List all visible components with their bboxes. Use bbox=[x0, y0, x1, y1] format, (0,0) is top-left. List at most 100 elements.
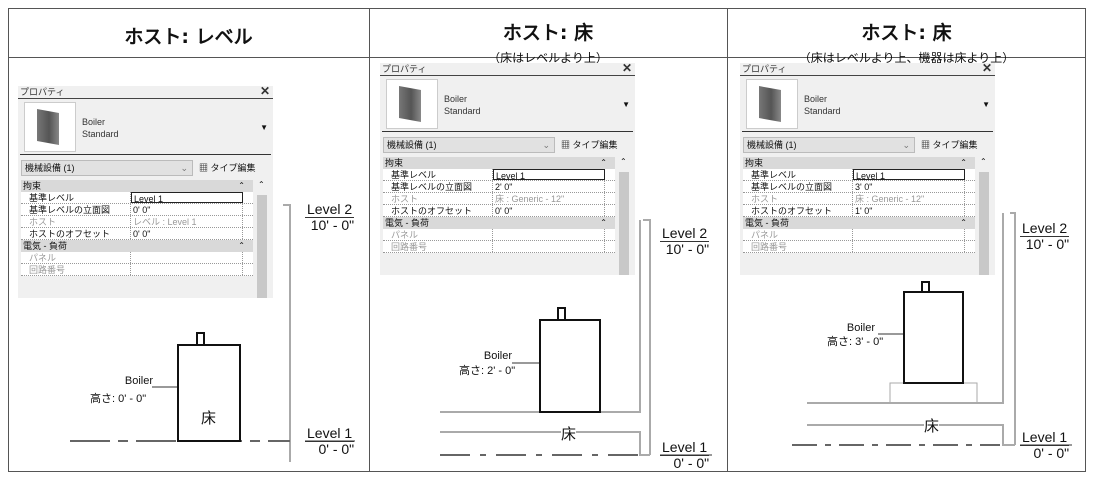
column-header-floor-offset: ホスト: 床 （床はレベルより上、機器は床より上） bbox=[727, 8, 1086, 65]
level-elevation: 10' - 0" bbox=[1025, 236, 1070, 252]
boiler-nozzle bbox=[196, 332, 205, 346]
group-header-constraints[interactable]: 拘束⌃ bbox=[21, 180, 253, 192]
dropdown-arrow-icon[interactable]: ▼ bbox=[260, 123, 268, 132]
edit-type-label: タイプ編集 bbox=[932, 140, 978, 150]
scroll-up-icon[interactable]: ⌃ bbox=[620, 157, 627, 166]
palette-title: プロパティ bbox=[742, 64, 787, 74]
edit-type-button[interactable]: ▦ タイプ編集 bbox=[921, 138, 978, 152]
property-value: レベル : Level 1 bbox=[131, 216, 243, 227]
property-key: ホスト bbox=[743, 193, 853, 204]
floor-bottom-line bbox=[440, 431, 650, 456]
floor-bottom-line bbox=[807, 424, 1015, 446]
category-filter-select[interactable]: 機械設備 (1)⌄ bbox=[383, 137, 555, 153]
edit-type-button[interactable]: ▦ タイプ編集 bbox=[199, 161, 256, 175]
family-name: Boiler bbox=[444, 94, 468, 104]
property-value-input[interactable]: Level 1 bbox=[853, 169, 965, 181]
column-divider bbox=[369, 8, 370, 472]
property-value bbox=[493, 229, 605, 240]
collapse-icon[interactable]: ⌃ bbox=[960, 158, 967, 167]
scroll-up-icon[interactable]: ⌃ bbox=[258, 180, 265, 189]
boiler-thumbnail bbox=[386, 79, 438, 129]
scrollbar[interactable]: ⌃ bbox=[255, 180, 269, 298]
property-row: ホストレベル : Level 1 bbox=[21, 216, 253, 228]
figure-frame bbox=[8, 8, 1086, 472]
collapse-icon[interactable]: ⌃ bbox=[960, 218, 967, 227]
property-value[interactable]: 2' 0" bbox=[493, 181, 605, 192]
boiler-tag: Boiler bbox=[124, 375, 153, 387]
property-key: パネル bbox=[383, 229, 493, 240]
scrollbar-thumb[interactable] bbox=[257, 195, 267, 298]
close-icon[interactable]: ✕ bbox=[981, 61, 992, 75]
property-key: ホストのオフセット bbox=[21, 228, 131, 239]
property-value[interactable]: 0' 0" bbox=[131, 228, 243, 239]
column-title: ホスト: 床 bbox=[861, 22, 952, 44]
scrollbar[interactable]: ⌃ bbox=[977, 157, 991, 275]
scrollbar-thumb[interactable] bbox=[619, 172, 629, 275]
property-value[interactable]: 0' 0" bbox=[493, 205, 605, 216]
property-key: 回路番号 bbox=[383, 241, 493, 252]
property-value-input[interactable]: Level 1 bbox=[131, 192, 243, 204]
collapse-icon[interactable]: ⌃ bbox=[600, 218, 607, 227]
edit-type-button[interactable]: ▦ タイプ編集 bbox=[561, 138, 618, 152]
column-header-floor: ホスト: 床 （床はレベルより上） bbox=[369, 8, 727, 65]
boiler-tag: Boiler bbox=[483, 350, 512, 362]
boiler-thumbnail bbox=[746, 79, 798, 129]
property-value[interactable]: 1' 0" bbox=[853, 205, 965, 216]
equipment-pad bbox=[889, 382, 978, 404]
category-filter-value: 機械設備 (1) bbox=[25, 163, 75, 173]
property-value[interactable]: 0' 0" bbox=[131, 204, 243, 215]
property-key: ホスト bbox=[21, 216, 131, 227]
group-header-electrical[interactable]: 電気 - 負荷⌃ bbox=[21, 240, 253, 252]
boiler-tag: Boiler bbox=[846, 322, 875, 334]
scrollbar-thumb[interactable] bbox=[979, 172, 989, 275]
collapse-icon[interactable]: ⌃ bbox=[238, 241, 245, 250]
group-header-electrical[interactable]: 電気 - 負荷⌃ bbox=[743, 217, 975, 229]
category-filter-select[interactable]: 機械設備 (1)⌄ bbox=[743, 137, 915, 153]
group-label: 電気 - 負荷 bbox=[385, 218, 429, 228]
column-header-level: ホスト: レベル bbox=[8, 8, 369, 57]
column-divider bbox=[727, 8, 728, 472]
group-header-electrical[interactable]: 電気 - 負荷 ⌃ bbox=[383, 217, 615, 229]
wall-line bbox=[643, 219, 651, 455]
property-key: 基準レベルの立面図 bbox=[743, 181, 853, 192]
palette-title: プロパティ bbox=[20, 87, 65, 97]
level-name: Level 1 bbox=[305, 425, 355, 442]
property-value: 床 : Generic - 12" bbox=[853, 193, 965, 204]
palette-title-bar: プロパティ ✕ bbox=[18, 84, 273, 99]
boiler-body bbox=[177, 344, 241, 442]
property-value bbox=[131, 264, 243, 275]
property-key: 基準レベルの立面図 bbox=[383, 181, 493, 192]
dropdown-arrow-icon[interactable]: ▼ bbox=[982, 100, 990, 109]
group-header-constraints[interactable]: 拘束⌃ bbox=[743, 157, 975, 169]
property-value[interactable]: 3' 0" bbox=[853, 181, 965, 192]
scrollbar[interactable]: ⌃ bbox=[617, 157, 631, 275]
column-subtitle: （床はレベルより上） bbox=[488, 51, 608, 65]
scroll-up-icon[interactable]: ⌃ bbox=[980, 157, 987, 166]
collapse-icon[interactable]: ⌃ bbox=[600, 158, 607, 167]
type-label: Standard bbox=[804, 106, 841, 116]
group-label: 拘束 bbox=[385, 158, 404, 168]
dropdown-arrow-icon[interactable]: ▼ bbox=[622, 100, 630, 109]
close-icon[interactable]: ✕ bbox=[621, 61, 632, 75]
group-header-constraints[interactable]: 拘束 ⌃ bbox=[383, 157, 615, 169]
floor-top-line bbox=[807, 213, 1004, 404]
property-key: 基準レベル bbox=[383, 169, 493, 180]
height-tag: 高さ: 0' - 0" bbox=[90, 393, 147, 405]
category-filter-select[interactable]: 機械設備 (1)⌄ bbox=[21, 160, 193, 176]
header-divider bbox=[8, 57, 1086, 58]
collapse-icon[interactable]: ⌃ bbox=[238, 181, 245, 190]
level-name: Level 2 bbox=[660, 225, 710, 242]
close-icon[interactable]: ✕ bbox=[259, 84, 270, 98]
property-value-input[interactable]: Level 1 bbox=[493, 169, 605, 181]
